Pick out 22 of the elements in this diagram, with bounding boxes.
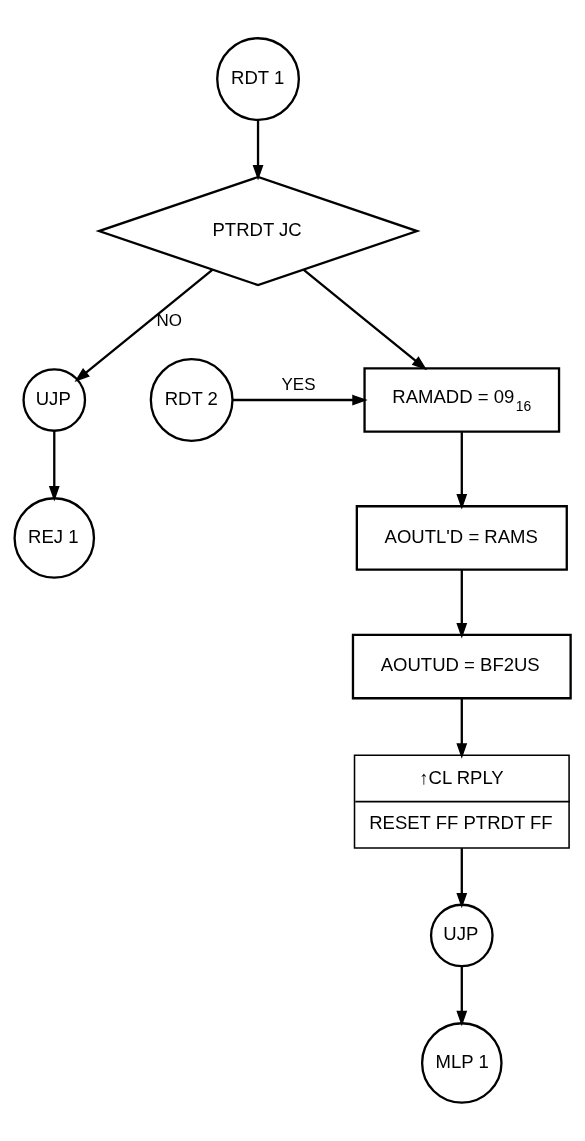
node-diamond: PTRDT JC: [95, 175, 421, 287]
arrow: [456, 569, 468, 639]
arrow: [303, 268, 428, 371]
node-box: AOUTUD = BF2US: [351, 633, 572, 700]
node-circle: RDT 1: [216, 37, 300, 121]
node-box: AOUTL'D = RAMS: [355, 505, 568, 571]
arrow: [74, 268, 214, 383]
arrow: [48, 430, 60, 502]
arrow: [232, 394, 368, 406]
arrow: [456, 698, 468, 759]
edge-label: YES: [281, 375, 316, 395]
arrow: [456, 848, 468, 909]
node-circle: MLP 1: [420, 1022, 503, 1104]
arrow: [252, 120, 264, 181]
node-circle: UJP: [22, 368, 87, 432]
node-circle: RDT 2: [149, 358, 234, 442]
node-circle: REJ 1: [13, 497, 96, 579]
edge-label: NO: [156, 311, 183, 331]
arrow: [456, 966, 468, 1027]
node-circle: UJP: [429, 903, 494, 968]
arrow: [456, 432, 468, 510]
node-box: RAMADD = 09$_{16}$: [363, 367, 561, 433]
